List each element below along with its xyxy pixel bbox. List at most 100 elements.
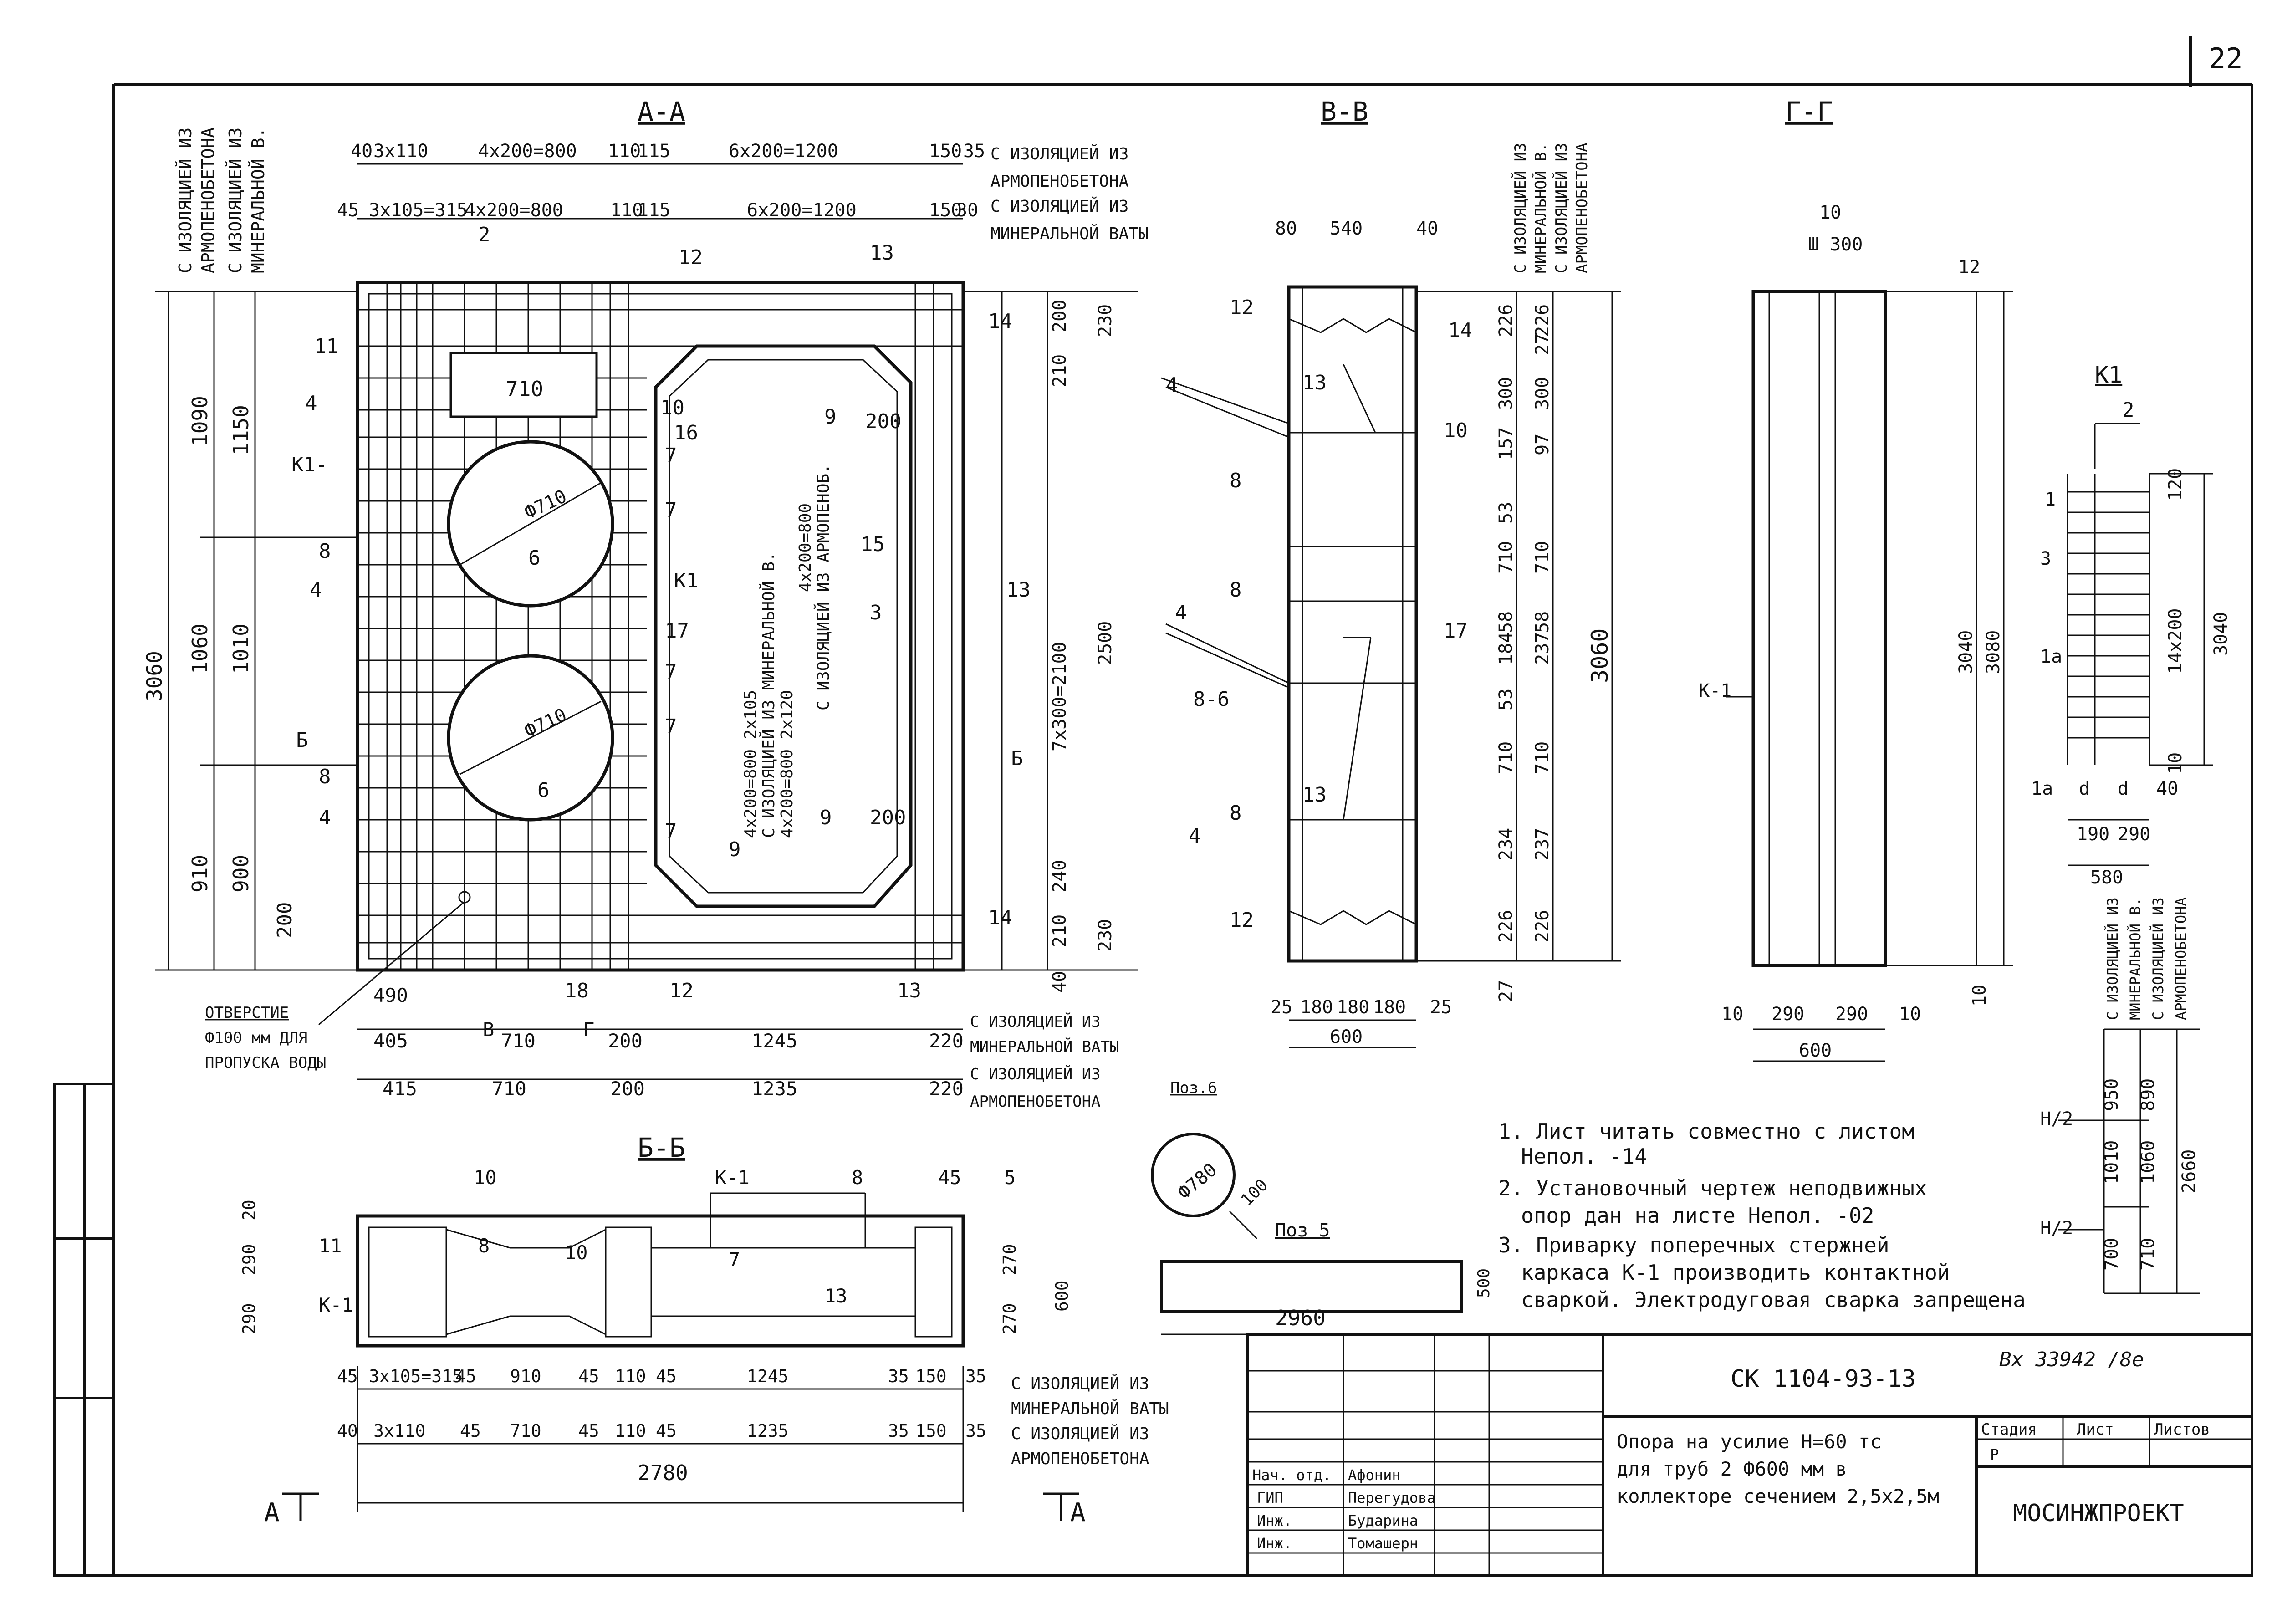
- aa-right-dim-8: 40: [1049, 971, 1070, 993]
- aa-label-12: 14: [988, 310, 1012, 333]
- bb-row2-1: 3x110: [373, 1421, 425, 1441]
- bb-row2-6: 45: [656, 1421, 677, 1441]
- aa-label-9: 2: [478, 223, 490, 246]
- bb-row1-9: 150: [915, 1366, 947, 1386]
- aa-left-vert-2: АРМОПЕНОБЕТОНА: [198, 128, 218, 273]
- vv-dim-a-4: 184: [1496, 632, 1516, 665]
- aa-hole-label-3: ПРОПУСКА ВОДЫ: [205, 1054, 326, 1072]
- section-aa-title: А-А: [638, 96, 685, 127]
- vv-label-17: 58: [1532, 611, 1553, 633]
- aa-bottom-dim-1-5: 220: [929, 1030, 964, 1052]
- bb-cut-right: А: [1070, 1498, 1086, 1527]
- stage-value: Р: [1990, 1446, 1999, 1463]
- sheet-header: Лист: [2077, 1420, 2114, 1439]
- aa-top-dim-in-3: 110: [610, 200, 643, 221]
- vv-dim-b-4: 237: [1532, 632, 1553, 665]
- page-number: 22: [2209, 42, 2243, 75]
- bb-row2-3: 710: [510, 1421, 541, 1441]
- vv-bottom-dim-1: 180: [1300, 997, 1333, 1018]
- name-1: Перегудова: [1348, 1489, 1436, 1507]
- aa-center-text-2: С ИЗОЛЯЦИЕЙ ИЗ МИНЕРАЛЬНОЙ В.: [759, 552, 778, 838]
- aa-top-dim-4: 115: [638, 141, 670, 162]
- description-line-1: Опора на усилие Н=60 тс: [1617, 1430, 1882, 1453]
- vv-label-8: 4: [1175, 601, 1187, 624]
- bb-row2-7: 1235: [747, 1421, 789, 1441]
- aa-center-text-4: 4x200=800: [796, 503, 815, 592]
- bb-row2-5: 110: [615, 1421, 646, 1441]
- sheets-header: Листов: [2154, 1420, 2210, 1439]
- stage-header: Стадия: [1981, 1420, 2037, 1439]
- aa-label-34: 12: [669, 979, 694, 1002]
- aa-label-29: 200: [870, 806, 906, 829]
- aa-right-dim-7: 230: [1095, 919, 1116, 952]
- aa-label-6: 8: [319, 765, 331, 788]
- detail-pos5: Ф780 100 Поз 5 2960 500: [1151, 1133, 1493, 1335]
- k1-label-8: 10: [2165, 752, 2186, 774]
- bb-label-7: 8: [852, 1166, 863, 1189]
- vv-label-10: 13: [1302, 783, 1327, 807]
- bb-row1-2: 45: [455, 1366, 476, 1386]
- aa-label-16: 7: [665, 499, 677, 522]
- aa-bottom-mark-v: В: [483, 1018, 494, 1041]
- vv-dim-a-6: 234: [1496, 828, 1516, 861]
- h2-col2-2: 710: [2138, 1238, 2159, 1271]
- bb-row1-3: 910: [510, 1366, 541, 1386]
- bb-label-6: К-1: [715, 1166, 750, 1189]
- role-2: Инж.: [1257, 1512, 1292, 1529]
- note-line-1: Непол. -14: [1521, 1144, 1647, 1169]
- name-2: Бударина: [1348, 1512, 1418, 1529]
- gg-width: 600: [1799, 1040, 1832, 1061]
- section-vv-title: В-В: [1321, 96, 1368, 127]
- aa-right-dim-4: 7x300=2100: [1049, 642, 1070, 751]
- vv-label-7: 17: [1444, 619, 1468, 643]
- vv-bottom-dim-0: 25: [1271, 997, 1292, 1018]
- role-3: Инж.: [1257, 1535, 1292, 1552]
- vv-dim-a-3: 710: [1496, 541, 1516, 574]
- aa-bottom-dim-1-3: 200: [608, 1030, 643, 1052]
- organization: МОСИНЖПРОЕКТ: [2013, 1500, 2184, 1527]
- gg-bottom-dim-2: 290: [1835, 1004, 1868, 1025]
- vv-dim-b-1: 300: [1532, 377, 1553, 410]
- aa-top-dim-6: 150: [929, 141, 962, 162]
- description-line-2: для труб 2 Ф600 мм в: [1617, 1458, 1847, 1480]
- aa-label-7: 4: [319, 806, 331, 829]
- bb-total: 2780: [638, 1461, 688, 1485]
- h2-total: 2660: [2179, 1149, 2200, 1193]
- aa-hole-label-2: Ф100 мм ДЛЯ: [205, 1029, 307, 1047]
- vv-right-vert-1: С ИЗОЛЯЦИЕЙ ИЗ: [1511, 143, 1530, 273]
- aa-left-dim-1060: 1060: [188, 623, 212, 674]
- aa-center-text-1: 4x200=800 2x105: [741, 690, 760, 838]
- aa-top-dim-in-0: 45: [337, 200, 359, 221]
- aa-box-710: 710: [505, 377, 543, 401]
- aa-top-dim-in-2: 4x200=800: [465, 200, 563, 221]
- k1-label-6: 40: [2156, 778, 2178, 799]
- bb-label-2: 8: [478, 1235, 490, 1257]
- bb-cut-left: А: [264, 1498, 280, 1527]
- vv-label-9: 8-6: [1193, 688, 1229, 711]
- aa-bottom-dim-1-2: 710: [501, 1030, 536, 1052]
- aa-label-3: 8: [319, 540, 331, 563]
- vv-label-18: 27: [1496, 980, 1516, 1002]
- section-vv: В-В 80 540 40 12 13 14 4 8 10: [1161, 96, 1621, 1048]
- aa-label-22: 3: [870, 601, 882, 624]
- bb-left-dim-1: 290: [239, 1244, 259, 1275]
- k1-right-dim-1: 14x200: [2165, 608, 2186, 674]
- vv-bottom-dim-3: 180: [1373, 997, 1406, 1018]
- vv-dim-a-0: 226: [1496, 304, 1516, 337]
- k1-label-1: 3: [2040, 548, 2051, 569]
- note-line-3: опор дан на листе Непол. -02: [1521, 1203, 1874, 1228]
- title-block: СК 1104-93-13 Вх 33942 /8е Опора на усил…: [1246, 1333, 2253, 1577]
- aa-top-dim-in-1: 3x105=315: [369, 200, 468, 221]
- aa-left-vert-3: С ИЗОЛЯЦИЕЙ ИЗ: [225, 128, 245, 273]
- aa-bottom-dim-2-3: 1235: [751, 1078, 797, 1100]
- aa-bottom-note-2: МИНЕРАЛЬНОЙ ВАТЫ: [970, 1037, 1119, 1056]
- role-0: Нач. отд.: [1252, 1466, 1331, 1484]
- bb-label-10: 10: [474, 1166, 497, 1189]
- aa-bottom-dim-2-0: 415: [383, 1078, 417, 1100]
- aa-bottom-note-1: С ИЗОЛЯЦИЕЙ ИЗ: [970, 1012, 1101, 1031]
- vv-right-vert-2: МИНЕРАЛЬНОЙ В.: [1532, 143, 1550, 273]
- aa-top-dim-in-6: 150: [929, 200, 962, 221]
- bb-label-1: К-1: [319, 1294, 353, 1316]
- section-gg: Г-Г 10 Ш 300 12 К-1 10 3040 3080 10 290 …: [1699, 96, 2013, 1062]
- h2-col2-0: 890: [2138, 1078, 2159, 1111]
